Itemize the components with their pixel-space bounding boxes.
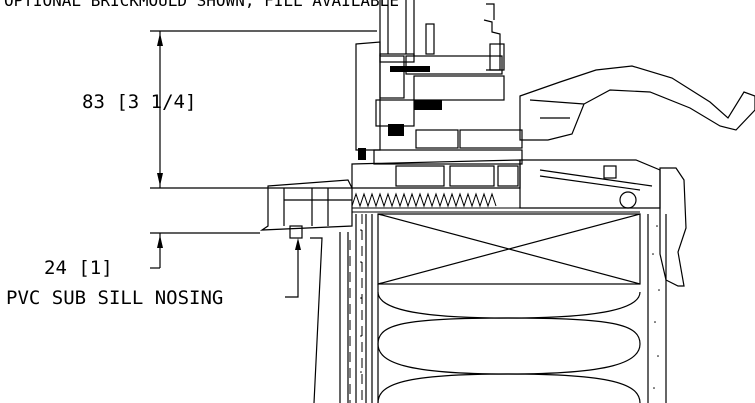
header-note: OPTIONAL BRICKMOULD SHOWN, FILL AVAILABL…	[4, 0, 399, 10]
dimension-label-sill-offset: 24 [1]	[44, 257, 113, 279]
dimension-label-frame-height: 83 [3 1/4]	[82, 91, 196, 113]
callout-label-sub-sill: PVC SUB SILL NOSING	[6, 287, 223, 309]
operator-crank-handle	[519, 65, 755, 141]
sheathing-stipple	[360, 225, 660, 389]
dimension-frame-height	[150, 30, 377, 189]
sill-shim-serration	[351, 192, 640, 213]
dimension-sill-offset	[150, 232, 260, 269]
wall-dashed-lines	[349, 207, 660, 403]
frame-hatched-parts	[358, 66, 442, 160]
glazing-unit	[379, 0, 505, 71]
wall-framing	[310, 213, 667, 403]
window-sill-frame	[351, 41, 687, 287]
callout-leader-sub-sill	[285, 238, 301, 298]
pvc-sub-sill-nosing	[259, 179, 353, 239]
